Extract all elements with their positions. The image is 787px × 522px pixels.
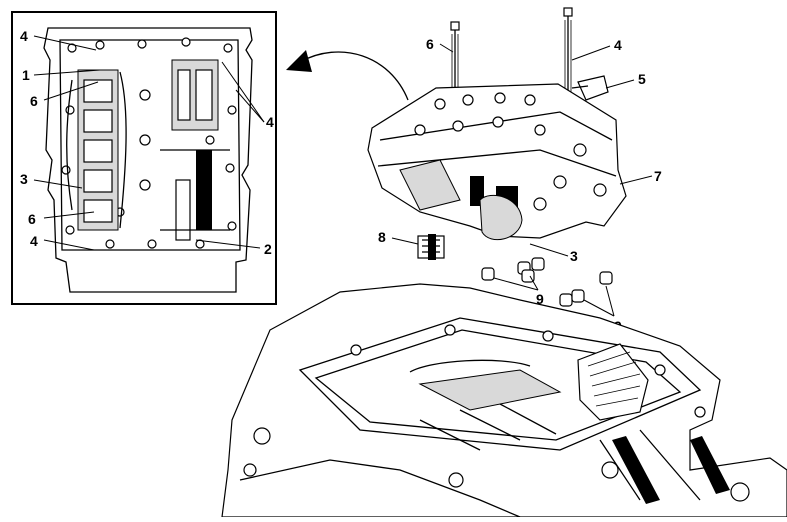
seal-ring [571,289,585,303]
inset-callout-4a: 4 [20,28,28,44]
valve-body-ports [414,92,607,211]
case-bolt-bosses [243,324,750,502]
seal-rings [481,257,613,307]
seal-ring [559,293,573,307]
detent-spring-bracket [571,75,609,101]
inset-valve-plate [59,39,241,251]
inset-manual-valve [160,59,230,241]
seal-ring [521,269,535,283]
solenoid-connectors [470,176,523,241]
removal-direction-arrow [286,50,409,101]
inset-frame [11,11,277,305]
case-filter-grid [577,343,649,421]
inset-callout-4b: 4 [266,114,274,130]
inset-leader-lines [33,35,265,251]
inset-detail-view: 4 1 6 3 6 4 2 4 [11,11,277,305]
accumulator-spring [417,234,445,260]
valve-body-assembly [367,7,627,260]
inset-solenoid-column [66,69,127,231]
inset-callout-6b: 6 [28,211,36,227]
main-callout-5: 5 [638,71,646,87]
seal-ring [599,271,613,285]
main-callout-4: 4 [614,37,622,53]
main-callout-6: 6 [426,36,434,52]
main-callout-9a: 9 [536,291,544,307]
main-callout-7: 7 [654,168,662,184]
seal-ring [481,267,495,281]
inset-callout-1: 1 [22,67,30,83]
transmission-case [221,283,787,518]
inset-callout-2: 2 [264,241,272,257]
inset-callout-3: 3 [20,171,28,187]
case-pan-rail [298,317,702,451]
valve-body-filter-screen [399,159,461,211]
inset-case-outline [43,27,253,293]
main-callout-8: 8 [378,229,386,245]
main-leader-lines [391,43,653,317]
seal-ring [531,257,545,271]
case-center-support [418,369,562,411]
main-callout-3: 3 [570,248,578,264]
inset-callout-4c: 4 [30,233,38,249]
inset-callout-6a: 6 [30,93,38,109]
